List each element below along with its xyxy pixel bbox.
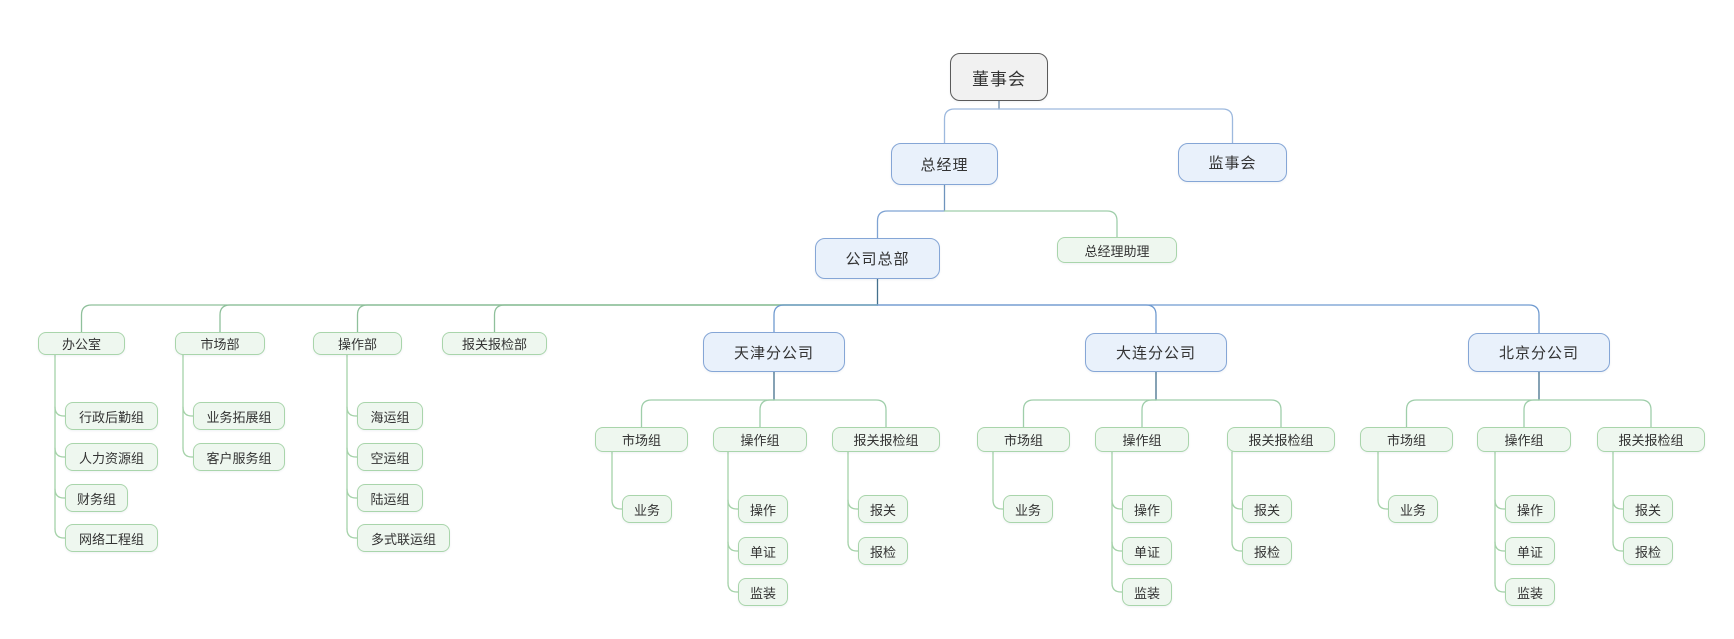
connector	[346, 528, 358, 539]
connector	[54, 488, 66, 499]
connector	[1612, 499, 1624, 510]
org-node-kongyunzu[interactable]: 空运组	[357, 443, 423, 471]
connector	[356, 304, 879, 333]
connector	[727, 541, 739, 552]
connector	[640, 399, 775, 428]
connector	[493, 304, 879, 333]
connector	[1111, 499, 1123, 510]
org-node-bj-baojian[interactable]: 报检	[1623, 537, 1673, 565]
org-node-bj-caozuozu[interactable]: 操作组	[1477, 427, 1571, 452]
connector	[1377, 499, 1389, 510]
connector	[943, 108, 1000, 144]
org-node-dongshihui[interactable]: 董事会	[950, 53, 1048, 101]
org-node-yewutuozhanzu[interactable]: 业务拓展组	[193, 402, 285, 430]
connector	[1494, 499, 1506, 510]
connector	[1494, 582, 1506, 593]
org-node-zongjinglizhuli[interactable]: 总经理助理	[1057, 237, 1177, 263]
org-node-renliziyuanzu[interactable]: 人力资源组	[65, 443, 158, 471]
connector	[727, 582, 739, 593]
connector	[1612, 541, 1624, 552]
org-node-dl-bgbjz[interactable]: 报关报检组	[1227, 427, 1335, 452]
org-node-bj-caozuo[interactable]: 操作	[1505, 495, 1555, 523]
connector	[847, 499, 859, 510]
org-node-jianshihui[interactable]: 监事会	[1178, 143, 1287, 182]
connector	[876, 304, 1157, 334]
org-node-duoshilianyunzu[interactable]: 多式联运组	[357, 524, 450, 552]
connector	[182, 406, 194, 417]
org-node-bj-yewu[interactable]: 业务	[1388, 495, 1438, 523]
org-node-dalian[interactable]: 大连分公司	[1085, 333, 1227, 372]
connector	[1231, 499, 1243, 510]
org-node-bj-danzheng[interactable]: 单证	[1505, 537, 1555, 565]
connector	[727, 499, 739, 510]
connector	[1111, 582, 1123, 593]
connector	[1141, 399, 1157, 428]
connector	[1111, 541, 1123, 552]
connector	[1494, 541, 1506, 552]
org-node-bangongshi[interactable]: 办公室	[38, 332, 125, 355]
org-node-dl-jianzhuang[interactable]: 监装	[1122, 578, 1172, 606]
connector	[1231, 541, 1243, 552]
org-node-dl-yewu[interactable]: 业务	[1003, 495, 1053, 523]
org-node-dl-danzheng[interactable]: 单证	[1122, 537, 1172, 565]
org-node-caozuobu[interactable]: 操作部	[313, 332, 402, 355]
org-node-tj-yewu[interactable]: 业务	[622, 495, 672, 523]
org-node-bj-bgbjz[interactable]: 报关报检组	[1597, 427, 1705, 452]
connector	[847, 541, 859, 552]
connector	[346, 488, 358, 499]
org-node-dl-caozuozu[interactable]: 操作组	[1095, 427, 1189, 452]
connector	[759, 399, 775, 428]
org-node-dl-shichangzu[interactable]: 市场组	[977, 427, 1070, 452]
connector	[1538, 399, 1652, 428]
connector	[54, 447, 66, 458]
org-node-gongsizongbu[interactable]: 公司总部	[815, 238, 940, 279]
connector	[998, 108, 1234, 144]
org-node-xingzhenghouqinzu[interactable]: 行政后勤组	[65, 402, 158, 430]
connector	[346, 406, 358, 417]
connector	[1405, 399, 1540, 428]
org-node-tj-caozuo[interactable]: 操作	[738, 495, 788, 523]
org-node-kehufuwuzu[interactable]: 客户服务组	[193, 443, 285, 471]
org-node-bj-shichangzu[interactable]: 市场组	[1360, 427, 1453, 452]
org-node-bj-jianzhuang[interactable]: 监装	[1505, 578, 1555, 606]
connector	[1022, 399, 1157, 428]
connector	[182, 447, 194, 458]
connector	[611, 499, 623, 510]
org-node-luyunzu[interactable]: 陆运组	[357, 484, 423, 512]
connector	[346, 447, 358, 458]
org-node-tianjin[interactable]: 天津分公司	[703, 332, 845, 372]
org-node-haiyunzu[interactable]: 海运组	[357, 402, 423, 430]
connector	[54, 406, 66, 417]
connector	[876, 210, 946, 239]
org-node-dl-caozuo[interactable]: 操作	[1122, 495, 1172, 523]
connector	[219, 304, 879, 333]
org-node-zongjingli[interactable]: 总经理	[891, 143, 998, 185]
connector	[54, 528, 66, 539]
connector	[773, 304, 879, 333]
org-node-tj-danzheng[interactable]: 单证	[738, 537, 788, 565]
connector	[80, 304, 879, 333]
org-node-caiwuzu[interactable]: 财务组	[65, 484, 128, 512]
org-node-tj-caozuozu[interactable]: 操作组	[713, 427, 807, 452]
connector	[773, 399, 887, 428]
org-node-tj-bgbjz[interactable]: 报关报检组	[832, 427, 940, 452]
connector	[943, 210, 1118, 238]
connector	[992, 499, 1004, 510]
org-node-baoguanbaojianbu[interactable]: 报关报检部	[442, 332, 547, 355]
org-node-bj-baoguan[interactable]: 报关	[1623, 495, 1673, 523]
org-node-shichangbu[interactable]: 市场部	[175, 332, 265, 355]
org-node-wangluogongchengzu[interactable]: 网络工程组	[65, 524, 158, 552]
org-node-dl-baojian[interactable]: 报检	[1242, 537, 1292, 565]
org-node-beijing[interactable]: 北京分公司	[1468, 333, 1610, 372]
org-node-tj-baojian[interactable]: 报检	[858, 537, 908, 565]
connector	[876, 304, 1540, 334]
connector	[1155, 399, 1282, 428]
org-node-dl-baoguan[interactable]: 报关	[1242, 495, 1292, 523]
org-node-tj-baoguan[interactable]: 报关	[858, 495, 908, 523]
org-node-tj-jianzhuang[interactable]: 监装	[738, 578, 788, 606]
org-node-tj-shichangzu[interactable]: 市场组	[595, 427, 688, 452]
connector	[1523, 399, 1540, 428]
